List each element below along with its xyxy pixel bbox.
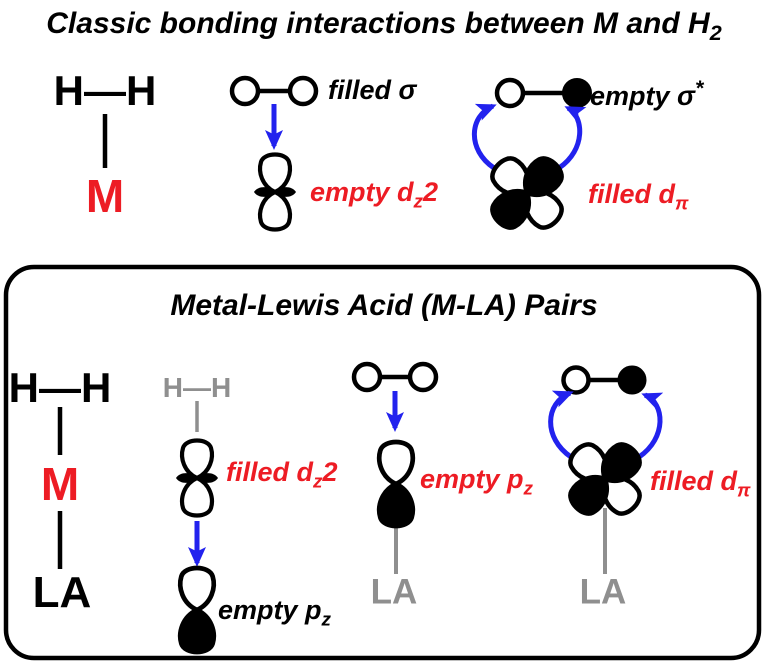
lewis-acid-atom-box: LA <box>32 568 92 617</box>
h2-empty-sigma-star-orbital-box <box>561 365 647 395</box>
empty-pz-text-col2: empty p <box>218 595 322 625</box>
filled-dz2-subscript: z <box>313 471 323 493</box>
h2-filled-sigma-orbital-box <box>351 361 439 393</box>
pz-orbital-col2 <box>180 568 213 652</box>
empty-dz2-exponent: 2 <box>422 177 439 207</box>
empty-sigma-star-label: empty σ* <box>590 77 703 110</box>
empty-dz2-label: empty dz2 <box>310 179 438 212</box>
dz2-orbital-top <box>254 155 296 230</box>
empty-pz-label-col3: empty pz <box>420 466 533 499</box>
sigma-star-open-lobe <box>494 77 526 109</box>
filled-dpi-text-top: filled d <box>588 179 675 209</box>
pz-orbital-col3 <box>379 442 412 526</box>
backdonation-arrow-left-box <box>548 390 574 460</box>
filled-dz2-exponent: 2 <box>322 457 338 487</box>
empty-pz-text-col3: empty p <box>420 464 524 494</box>
backdonation-arrow-right-box <box>637 392 664 460</box>
filled-sigma-label: filled σ <box>328 75 417 105</box>
h2-molecule-gray-col2: H—H <box>162 372 232 403</box>
dz2-orbital-box <box>176 441 218 516</box>
backdonation-arrow-right-top <box>557 105 587 171</box>
metal-atom-box: M <box>40 458 80 510</box>
filled-dz2-label: filled dz2 <box>226 459 337 492</box>
lewis-acid-atom-col4: LA <box>579 572 627 612</box>
sigma-left-lobe-box <box>351 361 383 393</box>
sigma-right-lobe <box>287 75 319 107</box>
filled-dpi-subscript-top: π <box>675 193 689 215</box>
filled-dpi-label-top: filled dπ <box>588 181 688 214</box>
filled-dpi-text-box: filled d <box>650 466 737 496</box>
main-title-subscript: 2 <box>709 20 722 45</box>
dpi-orbital-top <box>487 153 567 233</box>
empty-pz-label-col2: empty pz <box>218 597 331 630</box>
sigma-star-filled-lobe <box>562 78 592 108</box>
empty-pz-subscript-col2: z <box>321 609 331 631</box>
sigma-right-lobe-box <box>407 361 439 393</box>
filled-dpi-subscript-box: π <box>737 480 751 502</box>
metal-atom-top: M <box>85 170 125 222</box>
sigma-star-filled-lobe-box <box>617 365 647 395</box>
main-title-text: Classic bonding interactions between M a… <box>46 7 710 40</box>
empty-dz2-subscript: z <box>413 191 423 213</box>
mla-box-border <box>3 264 762 661</box>
h2-molecule-box: H—H <box>8 364 112 411</box>
filled-dz2-text: filled d <box>226 457 313 487</box>
lewis-acid-atom-col3: LA <box>370 572 418 612</box>
backdonation-arrow-left-top <box>471 103 497 171</box>
sigma-left-lobe <box>229 75 261 107</box>
empty-dz2-text: empty d <box>310 177 414 207</box>
h2-empty-sigma-star-orbital <box>494 77 592 109</box>
sigma-star-open-lobe-box <box>561 365 591 395</box>
empty-sigma-star-text: empty σ <box>590 81 695 111</box>
h2-molecule-top: H—H <box>53 67 157 114</box>
filled-dpi-label-box: filled dπ <box>650 468 750 501</box>
h2-filled-sigma-orbital <box>229 75 319 107</box>
main-title: Classic bonding interactions between M a… <box>0 7 768 45</box>
mla-box-title: Metal-Lewis Acid (M-LA) Pairs <box>170 289 598 322</box>
dpi-orbital-box <box>565 439 645 519</box>
empty-sigma-star-superscript: * <box>694 75 704 100</box>
empty-pz-subscript-col3: z <box>523 478 533 500</box>
